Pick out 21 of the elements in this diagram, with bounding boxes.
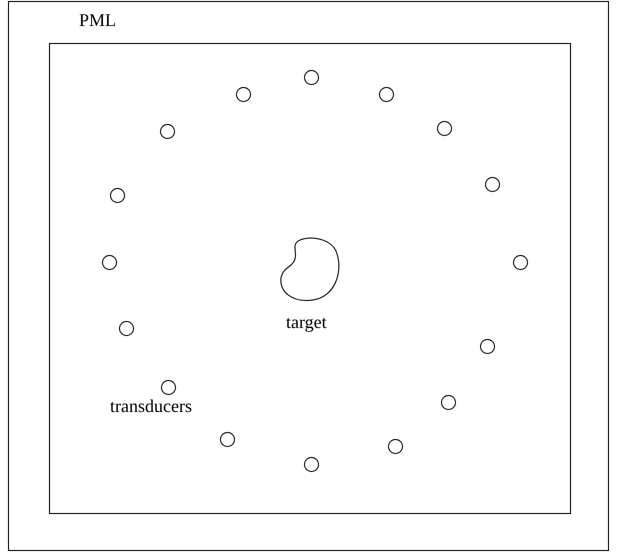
transducer-circle bbox=[437, 121, 452, 136]
transducer-circle bbox=[441, 395, 456, 410]
transducer-circle bbox=[480, 339, 495, 354]
transducer-circle bbox=[388, 439, 403, 454]
transducer-circle bbox=[220, 432, 235, 447]
domain-frame bbox=[49, 43, 571, 514]
target-label: target bbox=[286, 312, 327, 333]
outer-frame bbox=[8, 1, 609, 551]
transducers-label: transducers bbox=[110, 396, 192, 417]
transducer-circle bbox=[304, 457, 319, 472]
transducer-circle bbox=[485, 177, 500, 192]
transducer-circle bbox=[513, 255, 528, 270]
transducer-circle bbox=[119, 321, 134, 336]
transducer-circle bbox=[102, 255, 117, 270]
transducer-circle bbox=[379, 87, 394, 102]
transducer-circle bbox=[236, 87, 251, 102]
region-label: PML bbox=[79, 10, 116, 31]
transducer-circle bbox=[110, 188, 125, 203]
transducer-circle bbox=[161, 380, 176, 395]
transducer-circle bbox=[160, 124, 175, 139]
transducer-circle bbox=[304, 70, 319, 85]
